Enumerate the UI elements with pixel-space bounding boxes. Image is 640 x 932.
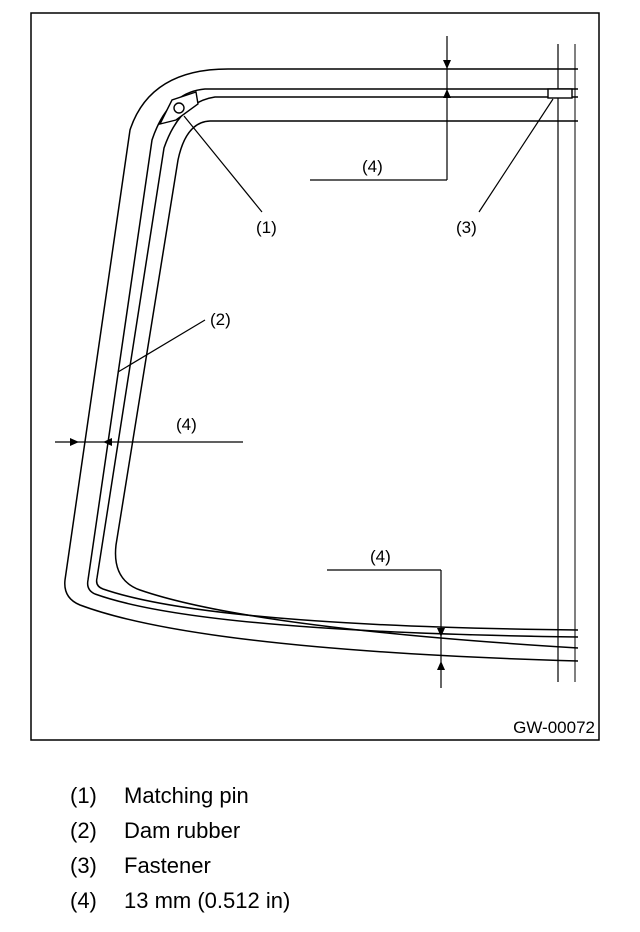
leader-line-2: [117, 319, 206, 373]
diagram-frame: [30, 12, 600, 741]
legend-item: (2) Dam rubber: [70, 813, 290, 848]
legend-text: Fastener: [124, 852, 211, 878]
legend-text: Matching pin: [124, 782, 249, 808]
body-opening-edge: [114, 120, 579, 649]
fastener: [547, 88, 573, 99]
callout-label-3: (3): [456, 218, 477, 237]
figure-code: GW-00072: [513, 718, 595, 737]
leader-line-3: [478, 98, 554, 213]
legend-item: (1) Matching pin: [70, 778, 290, 813]
callout-label-2: (2): [210, 310, 231, 329]
callout-label-1: (1): [256, 218, 277, 237]
legend-number: (3): [70, 852, 97, 878]
legend-number: (1): [70, 782, 97, 808]
legend-item: (3) Fastener: [70, 848, 290, 883]
dam-rubber-outer: [86, 88, 579, 638]
callout-label-4-bottom: (4): [370, 547, 391, 566]
window-glass-diagram: (1) (2) (3) (4) (4) (4) GW-00072: [30, 12, 600, 741]
callout-label-4-top: (4): [362, 157, 383, 176]
callout-label-4-left: (4): [176, 415, 197, 434]
dam-rubber-inner: [95, 96, 579, 631]
legend-number: (2): [70, 817, 97, 843]
matching-pin: [158, 91, 199, 126]
legend-item: (4) 13 mm (0.512 in): [70, 883, 290, 918]
legend-text: 13 mm (0.512 in): [124, 887, 291, 913]
legend: (1) Matching pin (2) Dam rubber (3) Fast…: [70, 778, 290, 918]
leader-line-1: [183, 115, 263, 213]
glass-outer-edge: [64, 68, 579, 662]
dimension-top: [310, 36, 451, 181]
dimension-left: [55, 438, 243, 446]
legend-number: (4): [70, 887, 97, 913]
dimension-bottom: [327, 569, 445, 688]
legend-text: Dam rubber: [124, 817, 241, 843]
